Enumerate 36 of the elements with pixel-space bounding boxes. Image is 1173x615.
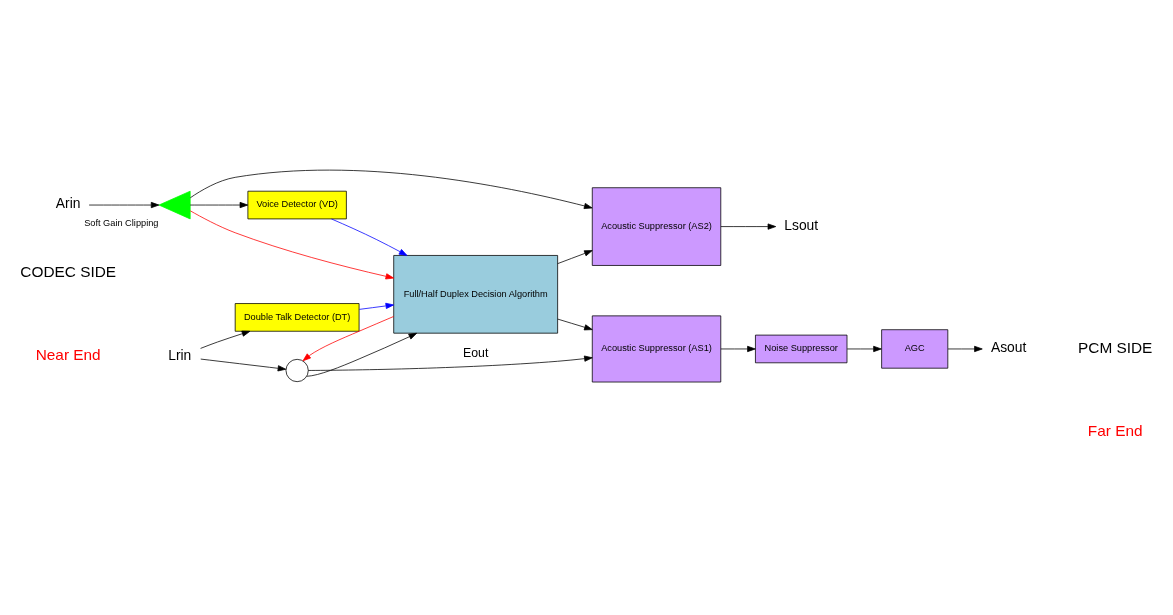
node-text: Lsout: [784, 216, 819, 233]
arrow: [846, 345, 882, 352]
arrow: [358, 302, 395, 310]
node-box: Voice Detector (VD): [247, 190, 347, 219]
node-box: Double Talk Detector (DT): [234, 302, 360, 332]
label: PCM SIDE: [1078, 338, 1153, 356]
arrow: [200, 358, 287, 371]
node-text: Arin: [55, 194, 81, 211]
arrow: [189, 169, 593, 209]
arrow: [88, 201, 160, 208]
node-box: Acoustic Suppressor (AS2): [591, 186, 722, 266]
node-box: AGC: [881, 328, 949, 369]
arrow: [302, 315, 395, 361]
node-box: Full/Half Duplex Decision Algorithm: [393, 254, 559, 334]
arrow: [189, 209, 395, 279]
arrow: [200, 330, 251, 349]
node-triangle: [158, 190, 191, 219]
arrow: [331, 218, 408, 256]
arrow: [306, 332, 418, 377]
node-box: Acoustic Suppressor (AS1): [591, 314, 722, 382]
arrow: [557, 249, 593, 264]
arrow: [189, 201, 249, 208]
node-circle: [285, 358, 309, 382]
arrow: [720, 345, 756, 352]
edge-label: Eout: [463, 345, 489, 360]
label: Far End: [1087, 421, 1143, 439]
node-box: Noise Suppressor: [755, 334, 848, 363]
arrow: [307, 355, 593, 371]
label: Near End: [35, 346, 101, 363]
node-text: Lrin: [168, 346, 192, 363]
label: CODEC SIDE: [20, 262, 117, 280]
node-text: Asout: [990, 338, 1027, 355]
arrow: [720, 223, 777, 230]
arrow: [557, 318, 593, 330]
node-label: Soft Gain Clipping: [84, 217, 159, 228]
arrow: [947, 345, 983, 352]
